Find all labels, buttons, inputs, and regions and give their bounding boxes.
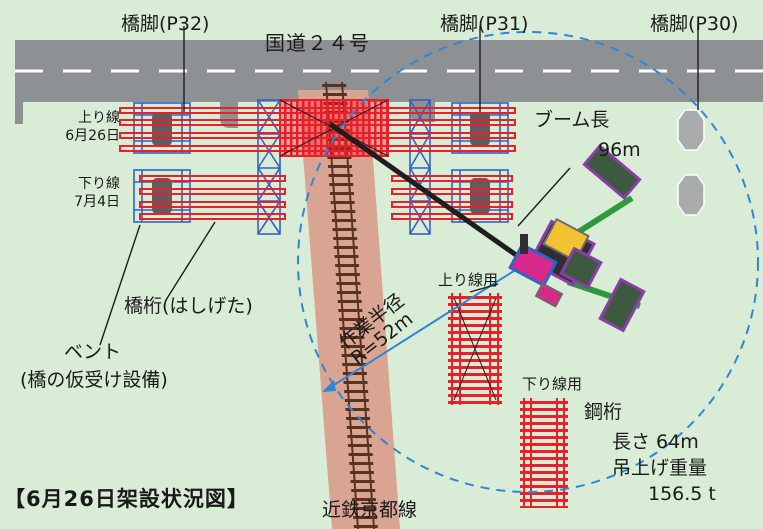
route-24-label: 国道２４号 <box>265 31 370 55</box>
bent-label: ベント <box>64 341 122 363</box>
girders <box>119 99 516 220</box>
pier-p30-markers <box>677 109 705 216</box>
down-line-date: 7月4日 <box>74 193 120 210</box>
crawler-crane <box>328 121 646 333</box>
girder-label: 橋桁(はしげた) <box>124 295 253 317</box>
down-line-use-label: 下り線用 <box>522 375 583 393</box>
diagram-caption: 【6月26日架設状況図】 <box>4 487 249 511</box>
up-line-name: 上り線 <box>78 110 120 126</box>
down-line-label: 下り線 7月4日 <box>48 176 120 211</box>
lift-weight-value: 156.5 t <box>648 483 716 505</box>
kintetsu-railway <box>298 81 400 529</box>
boom-length-value: 96m <box>598 139 641 161</box>
steel-girder-down-line <box>520 398 568 508</box>
boom-length-label: ブーム長 <box>534 109 610 131</box>
pier-p31-label: 橋脚(P31) <box>440 13 529 35</box>
up-line-label: 上り線 6月26日 <box>48 110 120 145</box>
steel-girder-label: 鋼桁 <box>584 401 623 423</box>
railway-label: 近鉄京都線 <box>322 499 418 521</box>
leader-lines <box>99 26 699 346</box>
working-radius <box>297 31 759 493</box>
steel-girder-up-line <box>448 293 502 405</box>
bent-description: (橋の仮受け設備) <box>20 369 168 391</box>
pier-p30-label: 橋脚(P30) <box>650 13 739 35</box>
down-line-name: 下り線 <box>78 176 120 192</box>
girder-length: 長さ 64m <box>612 431 699 453</box>
up-line-date: 6月26日 <box>65 127 120 144</box>
pier-p32-label: 橋脚(P32) <box>121 13 210 35</box>
up-line-use-label: 上り線用 <box>438 271 499 289</box>
lift-weight-label: 吊上げ重量 <box>612 457 708 479</box>
